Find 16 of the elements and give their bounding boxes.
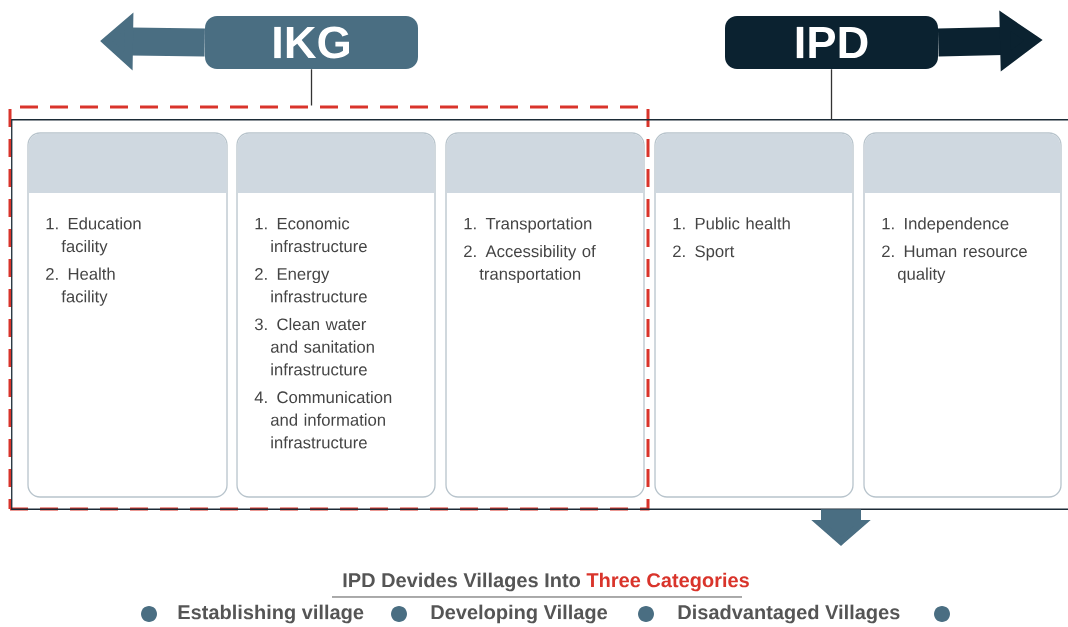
category-card: 1. Economic infrastructure 2. Energy infrastructure 3. Clean water and sanitation infrastructure 4. Communication and information infrastructure [236,132,436,498]
category-card: 1. Education facility 2. Health facility [27,132,228,498]
node-label: IKG [274,26,349,59]
leader-line [830,68,833,121]
label-badge: IKG [205,16,418,69]
category-card: 1. Independence 2. Human resource quality [863,132,1062,498]
label-badge: IPD [725,16,938,69]
category-label: Developing Village [431,604,608,624]
category-label: Establishing village [178,604,364,624]
bracket-frame [11,119,1068,510]
node-label: IPD [796,26,868,59]
leader-line [310,68,313,107]
category-card: 1. Public health 2. Sport [654,132,854,498]
category-card: 1. Transportation 2. Accessibility of transportation [445,132,645,498]
category-label: Disadvantaged Villages [678,604,900,624]
heading: IPD Devides Villages Into Three Categories [343,572,749,592]
